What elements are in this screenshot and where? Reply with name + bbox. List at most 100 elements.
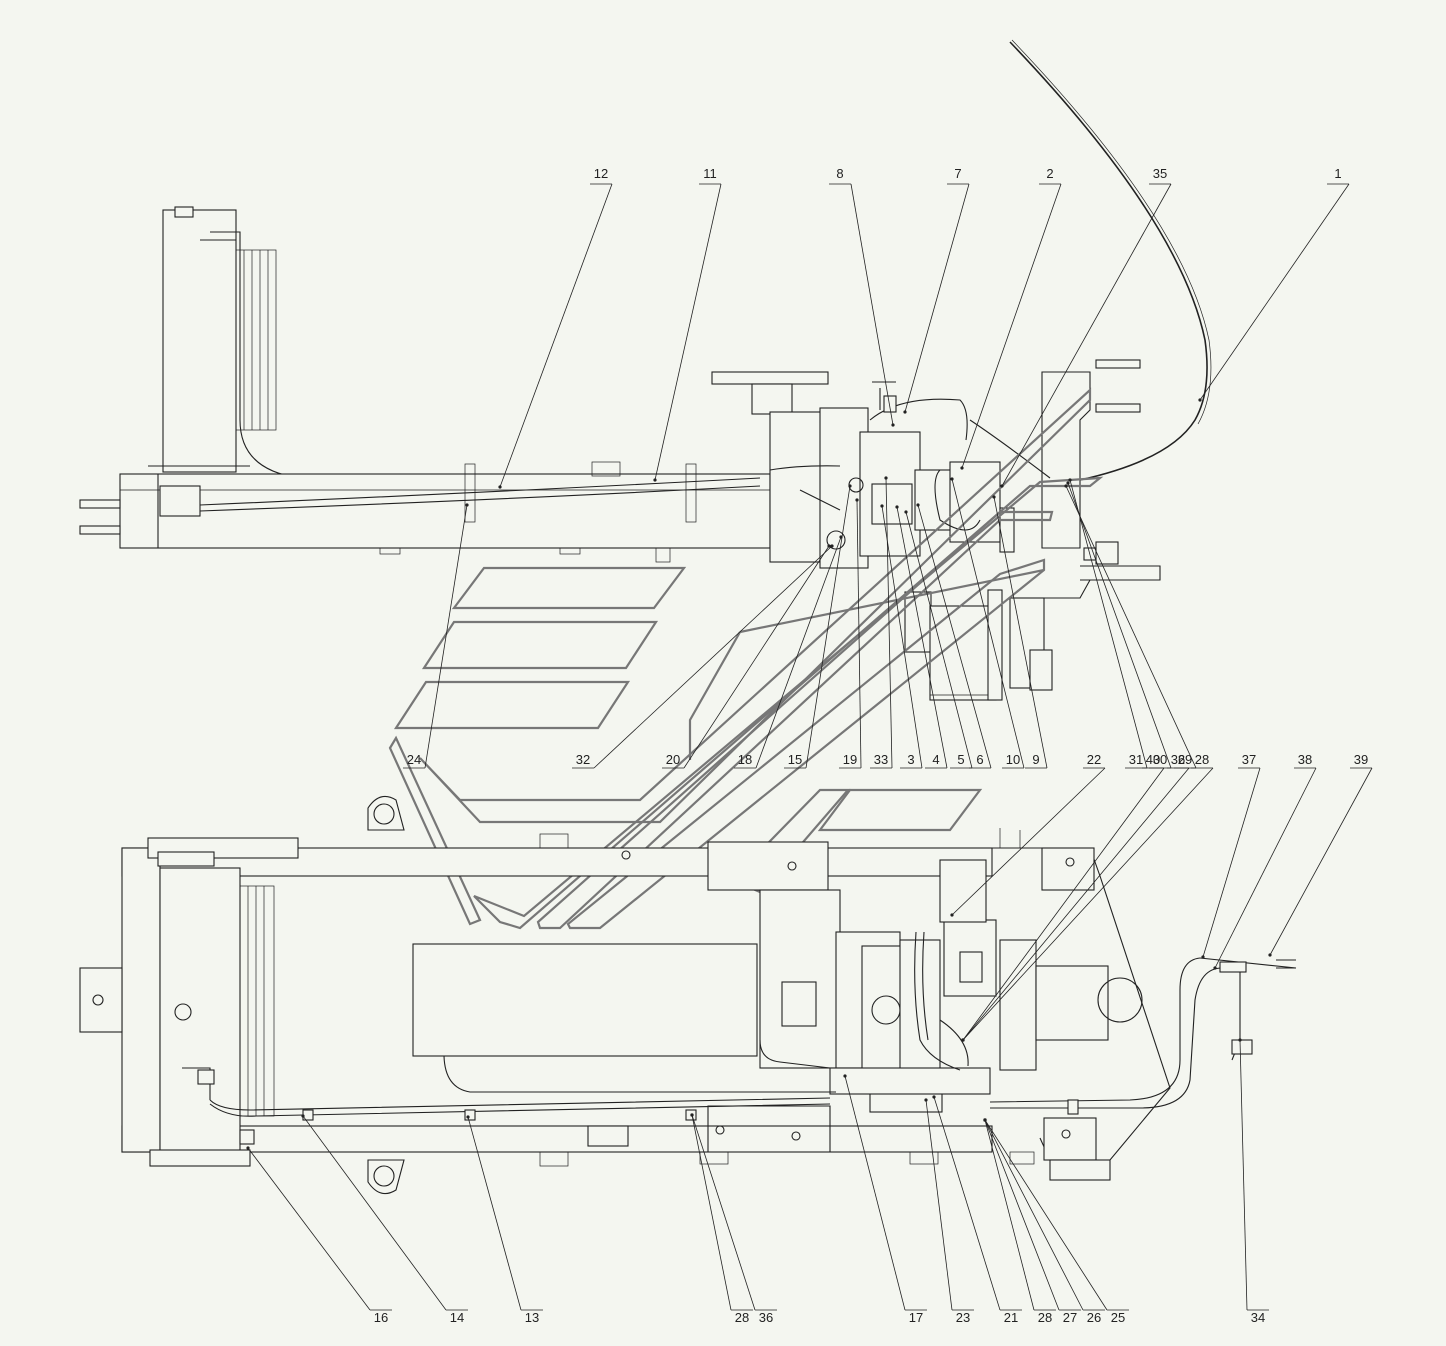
callout-leader: [691, 1114, 756, 1311]
callout-target-dot: [466, 1115, 470, 1119]
callout-target-dot: [961, 1038, 965, 1042]
callout-leader: [881, 505, 923, 769]
callout-leader: [302, 1115, 447, 1311]
callout-number: 26: [1087, 1310, 1101, 1325]
callout-number: 18: [738, 752, 752, 767]
callout-number: 23: [956, 1310, 970, 1325]
callout-number: 9: [1032, 752, 1039, 767]
callout-number: 28: [735, 1310, 749, 1325]
callout-leader: [905, 511, 973, 769]
callout-number: 12: [594, 166, 608, 181]
callout-leader: [1202, 767, 1261, 958]
callout-target-dot: [891, 423, 895, 427]
callout-target-dot: [843, 1074, 847, 1078]
callout-target-dot: [924, 1098, 928, 1102]
callout-number: 7: [954, 166, 961, 181]
callout-target-dot: [904, 510, 908, 514]
callout-leader: [691, 1114, 732, 1311]
callout-leader: [984, 1119, 1035, 1311]
callout-leader: [424, 504, 468, 769]
callout-number: 19: [843, 752, 857, 767]
rear-bracket-plan: [992, 828, 1171, 1181]
callout-target-dot: [950, 913, 954, 917]
callout-target-dot: [916, 503, 920, 507]
callout-leader: [1214, 767, 1317, 969]
callout-number: 8: [836, 166, 843, 181]
callout-leader: [896, 506, 948, 769]
callout-target-dot: [246, 1146, 250, 1150]
callout-leader: [951, 478, 1025, 769]
callout-target-dot: [880, 504, 884, 508]
callout-leader: [984, 1119, 1060, 1311]
callout-number: 28: [1195, 752, 1209, 767]
callout-number: 10: [1006, 752, 1020, 767]
hydraulic-tank: [412, 943, 758, 1057]
callout-target-dot: [653, 478, 657, 482]
callout-number: 31: [1129, 752, 1143, 767]
callout-leader: [962, 767, 1214, 1041]
callout-leader: [961, 183, 1062, 469]
callout-number: 17: [909, 1310, 923, 1325]
callout-leader: [885, 477, 893, 769]
callout-number: 11: [703, 166, 717, 181]
callout-number: 1: [1334, 166, 1341, 181]
callout-leader: [962, 767, 1190, 1041]
callout-target-dot: [1201, 955, 1205, 959]
callout-leader: [1065, 485, 1197, 769]
callout-leader: [925, 1099, 953, 1311]
callout-leader: [984, 1119, 1108, 1311]
gusset-plates: [621, 850, 1075, 1153]
callout-leader: [951, 767, 1106, 916]
radiator-top: [148, 206, 760, 479]
callout-number: 25: [1111, 1310, 1125, 1325]
callout-number: 2: [1046, 166, 1053, 181]
callout-leader: [467, 1116, 522, 1311]
callout-target-dot: [1068, 478, 1072, 482]
callout-leader: [904, 183, 970, 413]
callout-number: 35: [1153, 166, 1167, 181]
callout-number: 36: [1171, 752, 1185, 767]
callout-number: 33: [874, 752, 888, 767]
callout-number: 27: [1063, 1310, 1077, 1325]
callout-number: 29: [1178, 752, 1192, 767]
callout-leader: [962, 767, 1165, 1041]
lifting-lugs: [367, 795, 405, 1195]
callout-leader: [984, 1119, 1084, 1311]
callout-leader: [499, 183, 613, 488]
callout-number: 6: [976, 752, 983, 767]
callout-leader: [1069, 479, 1148, 769]
callout-target-dot: [950, 477, 954, 481]
callout-number: 36: [759, 1310, 773, 1325]
callout-leader: [917, 504, 992, 769]
callout-target-dot: [827, 544, 831, 548]
callout-target-dot: [1066, 481, 1070, 485]
callout-target-dot: [1238, 1038, 1242, 1042]
callout-leader: [1199, 183, 1350, 401]
callout-number: 38: [1298, 752, 1312, 767]
callout-target-dot: [932, 1095, 936, 1099]
callout-number: 32: [576, 752, 590, 767]
callout-number: 22: [1087, 752, 1101, 767]
callout-number: 30: [1153, 752, 1167, 767]
callout-number: 28: [1038, 1310, 1052, 1325]
callout-leader: [247, 1147, 371, 1311]
callout-target-dot: [498, 485, 502, 489]
callout-target-dot: [301, 1114, 305, 1118]
callout-target-dot: [992, 495, 996, 499]
callout-target-dot: [960, 466, 964, 470]
callout-target-dot: [465, 503, 469, 507]
callout-leader: [1269, 767, 1373, 956]
callout-number: 20: [666, 752, 680, 767]
callout-number: 16: [374, 1310, 388, 1325]
flexible-hose: [1009, 41, 1208, 481]
callout-target-dot: [1198, 398, 1202, 402]
callout-number: 4: [932, 752, 939, 767]
callout-leader: [856, 499, 862, 769]
callout-number: 40: [1146, 752, 1160, 767]
plan-view: [79, 795, 1297, 1195]
callout-leader: [654, 183, 722, 481]
callout-leader: [1239, 1039, 1248, 1311]
frame-beam-top: [79, 461, 771, 563]
